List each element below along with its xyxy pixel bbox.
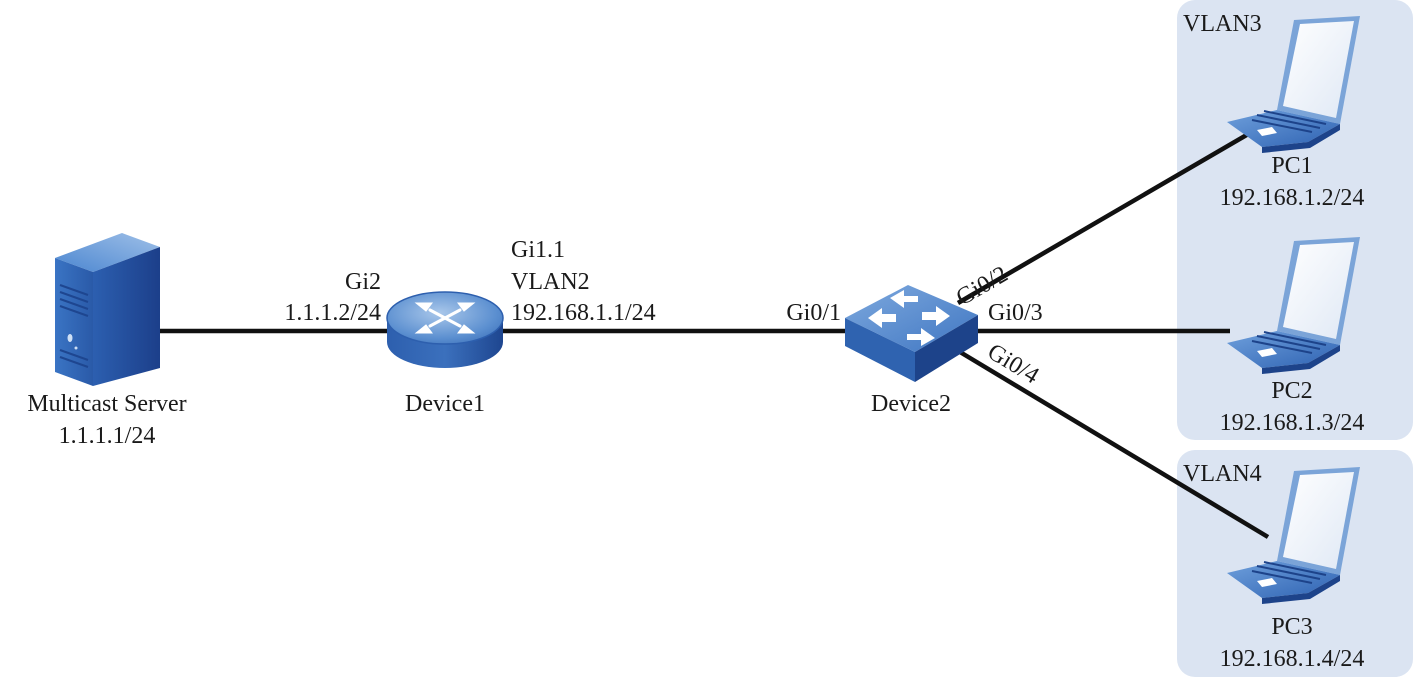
- vlan4-label: VLAN4: [1183, 461, 1262, 487]
- device1-gi2-ip-label: 1.1.1.2/24: [284, 300, 381, 326]
- vlan3-group-box: [1177, 0, 1413, 440]
- router-icon[interactable]: [386, 291, 504, 368]
- vlan3-label: VLAN3: [1183, 11, 1262, 37]
- laptop-icon-pc3[interactable]: [1227, 467, 1360, 604]
- laptop-icon-pc2[interactable]: [1227, 237, 1360, 374]
- laptop-icon-pc1[interactable]: [1227, 16, 1360, 153]
- device1-name-label: Device1: [405, 391, 485, 417]
- device1-gi1-1-ip-label: 192.168.1.1/24: [511, 300, 656, 326]
- link-device2-pc1: [956, 124, 1264, 305]
- pc2-ip-label: 192.168.1.3/24: [1220, 410, 1365, 436]
- device2-gi0-3-port-label: Gi0/3: [988, 300, 1043, 326]
- pc3-name-label: PC3: [1271, 614, 1312, 640]
- server-ip-label: 1.1.1.1/24: [59, 423, 156, 449]
- pc2-name-label: PC2: [1271, 378, 1312, 404]
- pc3-ip-label: 192.168.1.4/24: [1220, 646, 1365, 672]
- server-name-label: Multicast Server: [27, 391, 186, 417]
- device2-gi0-1-port-label: Gi0/1: [786, 300, 841, 326]
- device1-gi1-1-vlan-label: VLAN2: [511, 269, 590, 295]
- pc1-name-label: PC1: [1271, 153, 1312, 179]
- server-icon[interactable]: [55, 233, 160, 386]
- link-device2-pc3: [958, 350, 1270, 539]
- device1-gi1-1-port-label: Gi1.1: [511, 237, 565, 263]
- device1-gi2-port-label: Gi2: [345, 269, 381, 295]
- pc1-ip-label: 192.168.1.2/24: [1220, 185, 1365, 211]
- switch-icon[interactable]: [845, 285, 978, 382]
- device2-name-label: Device2: [871, 391, 951, 417]
